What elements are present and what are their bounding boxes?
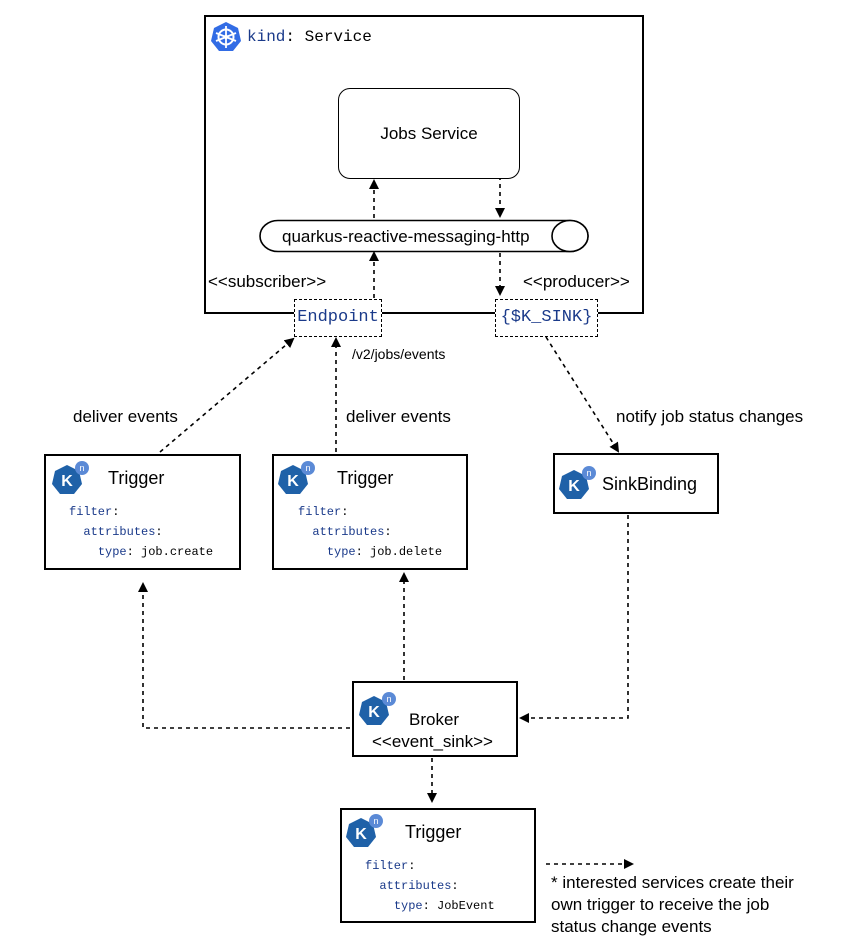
trigger-title: Trigger <box>405 822 462 842</box>
broker-title: Broker <box>409 710 460 729</box>
sinkbinding-title: SinkBinding <box>602 474 698 494</box>
messaging-label: quarkus-reactive-messaging-http <box>282 227 530 246</box>
note-line-1: * interested services create their <box>551 873 794 892</box>
note-line-3: status change events <box>551 917 712 936</box>
producer-label: <<producer>> <box>523 272 630 291</box>
broker-subtitle: <<event_sink>> <box>372 732 493 751</box>
knative-icon: K n <box>278 461 315 494</box>
subscriber-label: <<subscriber>> <box>208 272 327 291</box>
knative-letter: K <box>568 478 580 495</box>
knative-badge: n <box>386 694 391 704</box>
deliver-events-label-left: deliver events <box>73 407 178 426</box>
messaging-channel <box>259 219 589 253</box>
knative-badge: n <box>305 463 310 473</box>
jobs-service-node: Jobs Service <box>338 88 520 179</box>
sinkbinding-node: K n SinkBinding <box>553 453 719 514</box>
arrow-broker-to-trigger1 <box>138 582 350 729</box>
note: * interested services create their own t… <box>551 872 794 938</box>
deliver-events-label-right: deliver events <box>346 407 451 426</box>
jobs-service-label: Jobs Service <box>380 124 478 143</box>
kind-label: kind: Service <box>247 28 372 46</box>
knative-icon: K n <box>359 692 396 725</box>
kind-value: Service <box>304 28 372 46</box>
knative-icon: K n <box>346 814 383 847</box>
trigger-type-value: job.delete <box>370 545 443 559</box>
endpoint-port: Endpoint <box>294 299 382 337</box>
note-line-2: own trigger to receive the job <box>551 895 770 914</box>
knative-letter: K <box>287 473 299 490</box>
service-container <box>204 15 644 314</box>
trigger-job-create: K n Trigger filter: attributes: type: jo… <box>44 454 241 570</box>
endpoint-path-label: /v2/jobs/events <box>352 346 446 362</box>
knative-badge: n <box>79 463 84 473</box>
knative-letter: K <box>368 704 380 721</box>
broker-node: K n Broker <<event_sink>> <box>352 681 518 757</box>
knative-letter: K <box>61 473 73 490</box>
k-sink-port: {$K_SINK} <box>495 299 598 337</box>
knative-letter: K <box>355 826 367 843</box>
trigger-job-delete: K n Trigger filter: attributes: type: jo… <box>272 454 468 570</box>
trigger-filter: filter: attributes: type: job.create <box>69 505 214 559</box>
trigger-type-value: JobEvent <box>437 899 495 913</box>
notify-label: notify job status changes <box>616 407 804 426</box>
trigger-filter: filter: attributes: type: JobEvent <box>365 859 495 913</box>
knative-icon: K n <box>52 461 89 494</box>
kind-key: kind <box>247 28 286 46</box>
arrow-ksink-to-sinkbinding <box>545 336 620 453</box>
arrow-trigger1-to-endpoint <box>159 337 295 453</box>
trigger-type-value: job.create <box>141 545 214 559</box>
trigger-job-event: K n Trigger filter: attributes: type: Jo… <box>340 808 536 923</box>
trigger-title: Trigger <box>108 468 165 488</box>
knative-badge: n <box>373 816 378 826</box>
trigger-filter: filter: attributes: type: job.delete <box>298 505 443 559</box>
knative-icon: K n <box>559 466 596 499</box>
trigger-title: Trigger <box>337 468 394 488</box>
kind-separator: : <box>285 28 305 46</box>
kubernetes-icon <box>211 22 241 51</box>
knative-badge: n <box>586 468 591 478</box>
arrow-sinkbinding-to-broker <box>519 515 629 723</box>
